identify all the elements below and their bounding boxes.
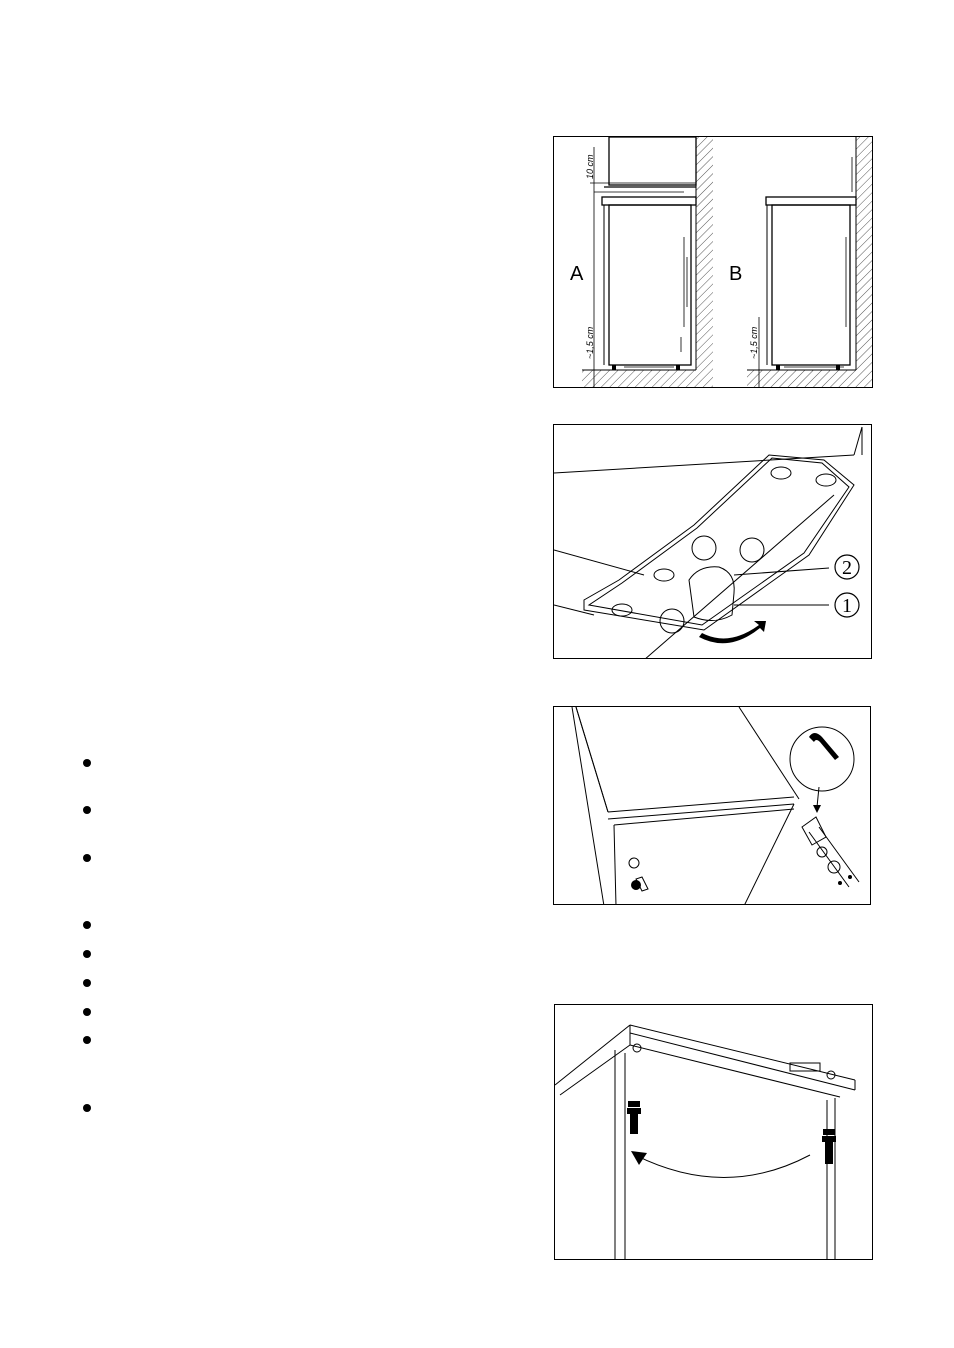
panel-b-label: B bbox=[729, 263, 742, 285]
hinge-pin-right-icon bbox=[822, 1129, 836, 1164]
door-reversal-diagram bbox=[554, 1004, 873, 1260]
levelling-foot-diagram: 2 1 bbox=[553, 424, 872, 659]
bullet-3 bbox=[83, 854, 91, 862]
rotate-arrow-icon bbox=[699, 621, 766, 643]
callout-1-label: 1 bbox=[842, 595, 852, 617]
bullet-2 bbox=[83, 806, 91, 814]
levelling-foot-drawing: 2 1 bbox=[554, 425, 872, 659]
airflow-drawing: A B 10 cm ~1,5 cm ~1,5 cm bbox=[554, 137, 873, 388]
hinge-pin-left-icon bbox=[627, 1101, 641, 1134]
door-reversal-drawing bbox=[555, 1005, 873, 1260]
hinge-pin-icon bbox=[809, 733, 839, 760]
wall-a bbox=[696, 137, 713, 388]
bullet-9 bbox=[83, 1104, 91, 1112]
top-gap-label: 10 cm bbox=[585, 154, 595, 179]
wall-b bbox=[856, 137, 873, 388]
airflow-diagram: A B 10 cm ~1,5 cm ~1,5 cm bbox=[553, 136, 873, 388]
bullet-8 bbox=[83, 1036, 91, 1044]
down-arrow-icon bbox=[813, 805, 821, 813]
bullet-4 bbox=[83, 921, 91, 929]
panel-a-label: A bbox=[570, 263, 584, 285]
bottom-gap-label-a: ~1,5 cm bbox=[585, 326, 595, 359]
bullet-7 bbox=[83, 1008, 91, 1016]
bullet-1 bbox=[83, 759, 91, 767]
callout-2-label: 2 bbox=[842, 557, 852, 579]
floor-b bbox=[747, 370, 856, 388]
bottom-gap-label-b: ~1,5 cm bbox=[749, 326, 759, 359]
curved-arrow-head-icon bbox=[631, 1151, 647, 1165]
floor-a bbox=[582, 370, 696, 388]
door-hinge-drawing bbox=[554, 707, 871, 905]
door-hinge-diagram bbox=[553, 706, 871, 905]
bullet-6 bbox=[83, 979, 91, 987]
bullet-5 bbox=[83, 950, 91, 958]
